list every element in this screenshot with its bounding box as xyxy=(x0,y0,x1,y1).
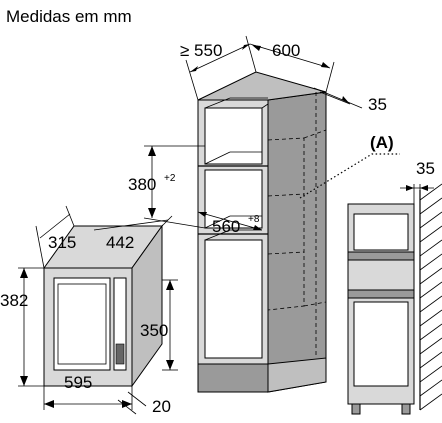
diagram-title: Medidas em mm xyxy=(6,7,132,26)
dim-microwave-frame: 20 xyxy=(117,391,171,416)
detail-callout-label: (A) xyxy=(370,133,394,152)
microwave xyxy=(43,224,163,388)
cabinet-gap-label: 35 xyxy=(368,95,387,114)
dim-niche-height: 380 +2 xyxy=(128,145,206,229)
dim-cabinet-gap: 35 xyxy=(313,87,387,114)
niche-height-label: 380 xyxy=(128,175,156,194)
detail-callout: (A) xyxy=(299,133,400,199)
microwave-inner-height-label: 350 xyxy=(140,321,168,340)
microwave-frame-label: 20 xyxy=(152,397,171,416)
dim-cabinet-depth: ≥ 550 xyxy=(180,35,257,101)
dim-microwave-height: 382 xyxy=(0,267,44,387)
cabinet-depth-label: ≥ 550 xyxy=(180,41,222,60)
cabinet-width-label: 600 xyxy=(272,41,300,60)
dim-microwave-width: 442 xyxy=(93,215,173,252)
dim-microwave-depth: 315 xyxy=(35,205,76,269)
niche-width-tolerance: +8 xyxy=(248,214,260,225)
microwave-height-label: 382 xyxy=(0,291,28,310)
dim-microwave-front-width: 595 xyxy=(43,373,133,410)
microwave-width-label: 442 xyxy=(106,233,134,252)
microwave-front-width-label: 595 xyxy=(64,373,92,392)
detail-gap-label: 35 xyxy=(416,159,435,178)
dim-cabinet-width: 600 xyxy=(249,41,335,93)
niche-width-label: 560 xyxy=(212,217,240,236)
detail-view: 35 xyxy=(347,159,442,415)
tall-cabinet xyxy=(197,71,327,393)
microwave-depth-label: 315 xyxy=(48,233,76,252)
dim-niche-width: 560 +8 xyxy=(197,211,263,236)
dim-microwave-inner-height: 350 xyxy=(140,279,178,371)
niche-height-tolerance: +2 xyxy=(164,173,176,184)
